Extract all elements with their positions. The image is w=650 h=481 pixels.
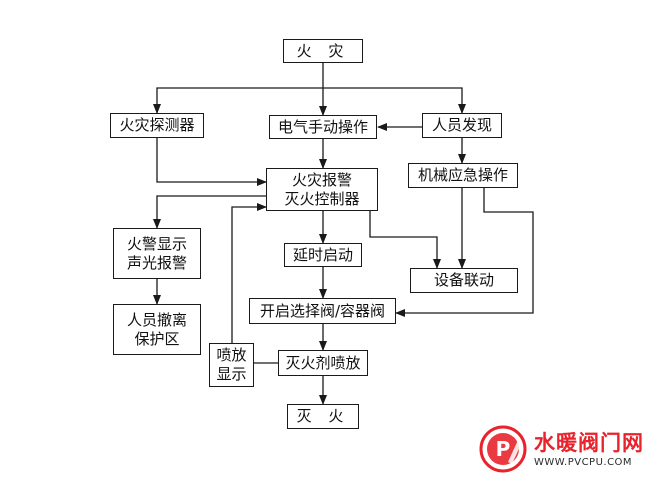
- pv-badge-icon: P: [479, 425, 527, 473]
- node-person-discovers: 人员发现: [422, 113, 502, 138]
- node-spray-display: 喷放 显示: [209, 343, 254, 387]
- edge-spray-display-to-controller: [231, 203, 267, 343]
- edge-controller-to-linkage: [369, 211, 441, 269]
- edge-controller-to-alarm: [153, 195, 266, 229]
- edge-fire-to-detector: [153, 63, 324, 114]
- node-fire-alarm-controller: 火灾报警 灭火控制器: [266, 168, 378, 211]
- edge-detector-to-controller: [156, 138, 267, 186]
- node-agent-release: 灭火剂喷放: [278, 350, 368, 376]
- edge-mechanical-to-valve: [395, 188, 534, 317]
- watermark-url: WWW.PVCPU.COM: [534, 457, 633, 468]
- node-alarm-display: 火警显示 声光报警: [113, 228, 201, 279]
- node-fire: 火 灾: [283, 39, 363, 63]
- node-fire-detector: 火灾探测器: [110, 113, 204, 138]
- node-equipment-linkage: 设备联动: [410, 268, 518, 293]
- node-evacuate-protected-zone: 人员撤离 保护区: [113, 304, 201, 355]
- watermark-logo: P 水暖阀门网 WWW.PVCPU.COM: [478, 424, 644, 476]
- node-extinguished: 灭 火: [287, 404, 359, 429]
- watermark-brand: 水暖阀门网: [534, 431, 644, 455]
- svg-text:P: P: [496, 437, 511, 461]
- node-open-valves: 开启选择阀/容器阀: [249, 298, 396, 324]
- edge-fire-to-person: [323, 87, 466, 114]
- node-delay-start: 延时启动: [284, 243, 362, 267]
- node-electric-manual-operation: 电气手动操作: [269, 115, 377, 139]
- node-mechanical-emergency-operation: 机械应急操作: [408, 163, 518, 188]
